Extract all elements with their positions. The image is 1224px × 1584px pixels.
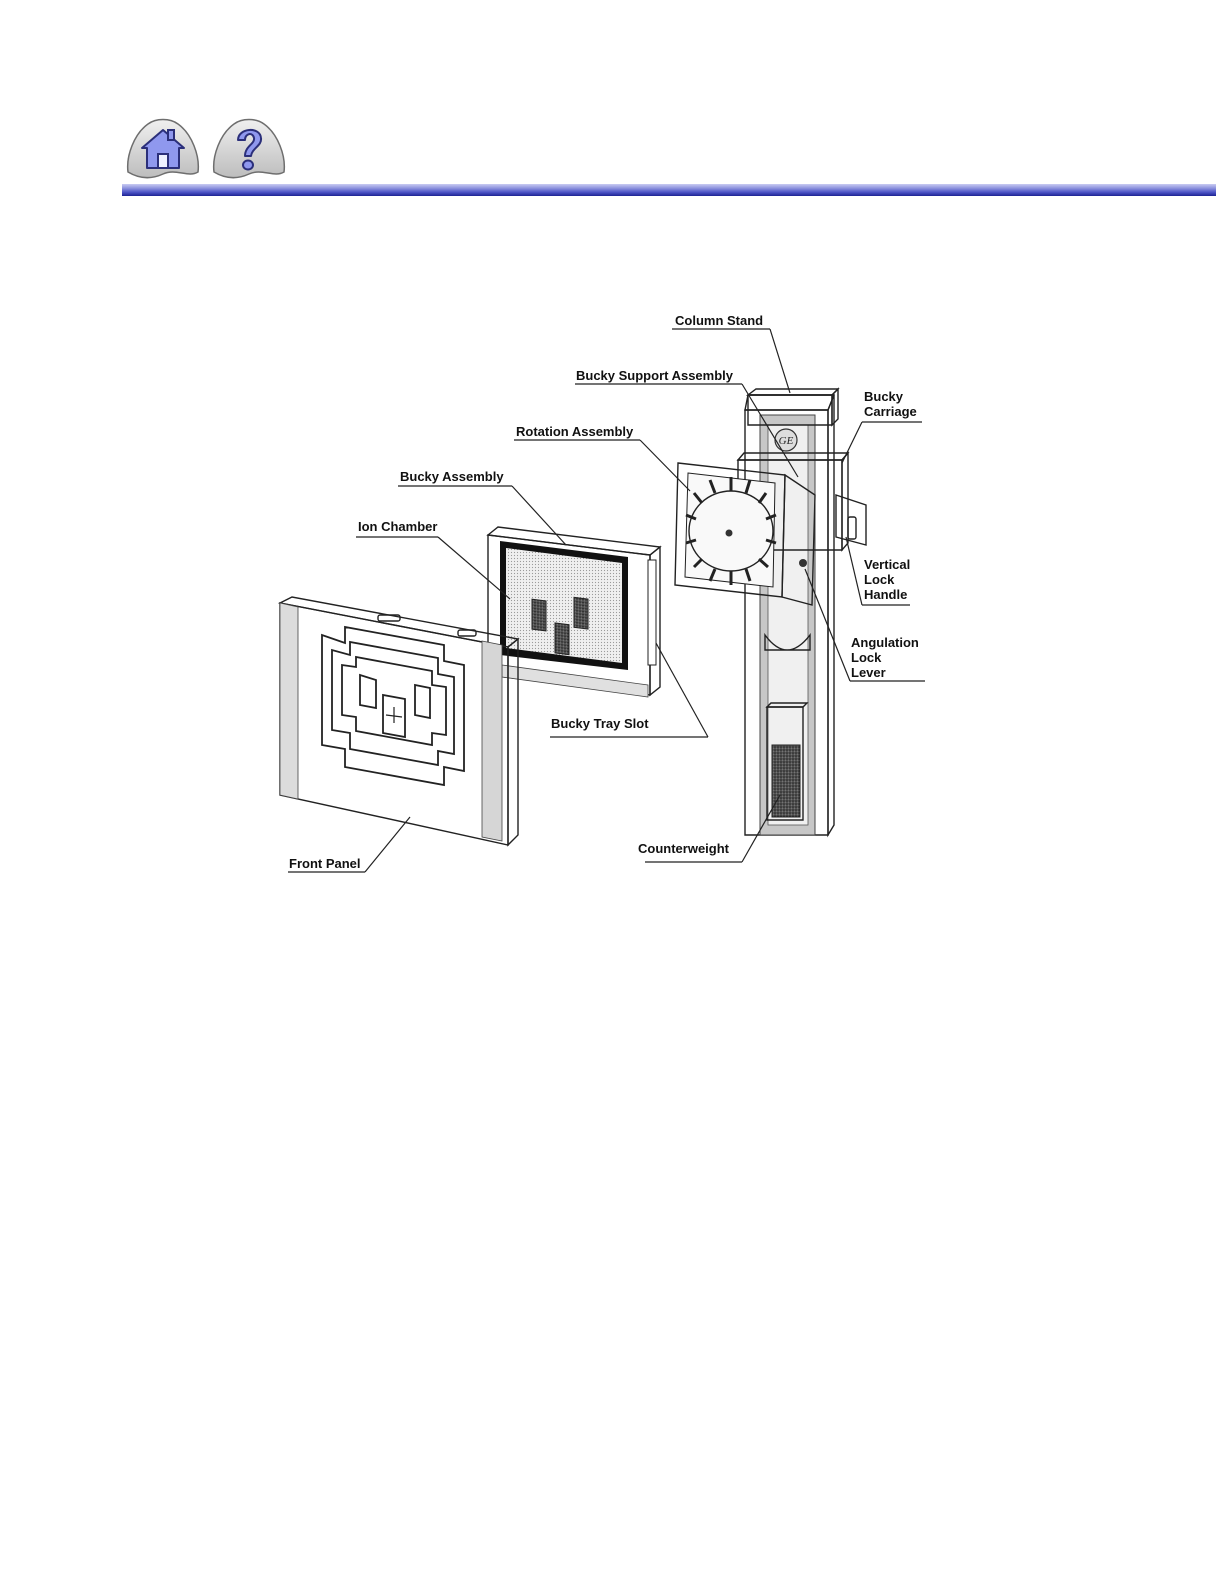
label-bucky-assembly: Bucky Assembly	[400, 469, 504, 484]
help-button[interactable]	[210, 116, 288, 180]
label-bucky-carriage-line2: Carriage	[864, 404, 917, 419]
home-button[interactable]	[124, 116, 202, 180]
label-front-panel: Front Panel	[289, 856, 361, 871]
label-column-stand: Column Stand	[675, 313, 763, 328]
label-angulation-lock-lever-line1: Angulation	[851, 635, 919, 650]
label-counterweight: Counterweight	[638, 841, 730, 856]
svg-text:GE: GE	[779, 435, 794, 447]
label-angulation-lock-lever-line3: Lever	[851, 665, 886, 680]
home-icon	[124, 116, 202, 180]
column-stand: GE	[738, 389, 866, 835]
exploded-assembly-diagram: GE	[270, 305, 940, 890]
label-bucky-tray-slot: Bucky Tray Slot	[551, 716, 649, 731]
label-vertical-lock-handle-line2: Lock	[864, 572, 895, 587]
label-rotation-assembly: Rotation Assembly	[516, 424, 634, 439]
label-bucky-support-assembly: Bucky Support Assembly	[576, 368, 734, 383]
label-vertical-lock-handle-line3: Handle	[864, 587, 907, 602]
label-vertical-lock-handle-line1: Vertical	[864, 557, 910, 572]
label-bucky-carriage-line1: Bucky	[864, 389, 904, 404]
header-divider-bar	[122, 184, 1216, 196]
help-question-icon	[210, 116, 288, 180]
front-panel	[280, 597, 518, 845]
bucky-assembly	[488, 527, 660, 697]
label-ion-chamber: Ion Chamber	[358, 519, 437, 534]
label-angulation-lock-lever-line2: Lock	[851, 650, 882, 665]
